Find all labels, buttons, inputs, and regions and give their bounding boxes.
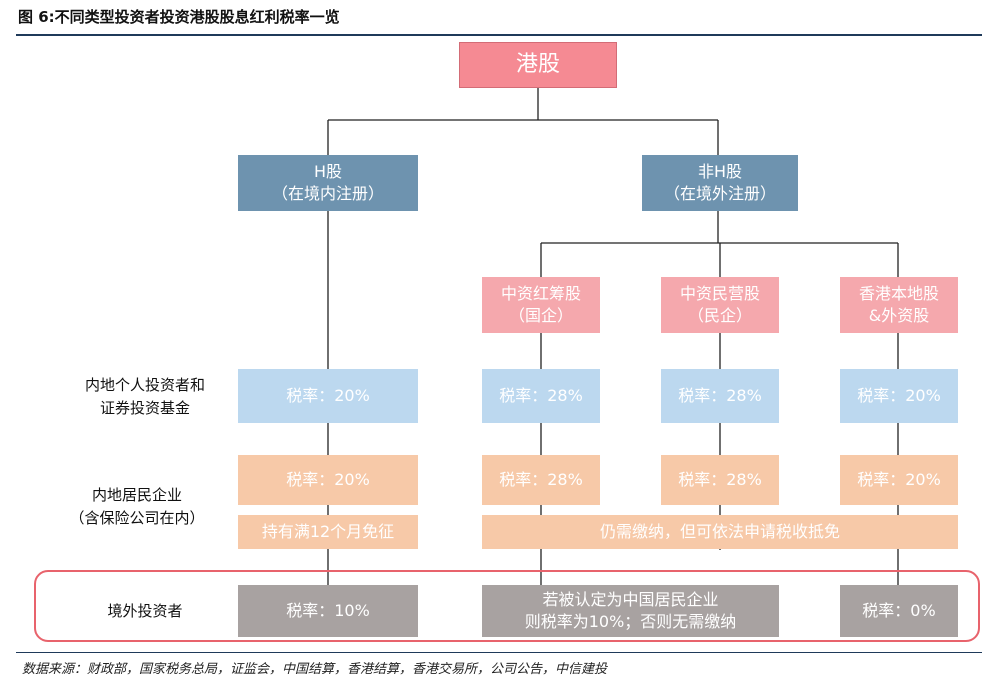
root-label: 港股 <box>515 52 560 78</box>
rate-overseas-h: 税率：10% <box>238 585 418 637</box>
red-chip-box: 中资红筹股 （国企） <box>482 277 600 333</box>
private-line2: （民企） <box>687 306 752 325</box>
overseas-mid-line1: 若被认定为中国居民企业 <box>542 590 719 610</box>
non-h-share-box: 非H股 （在境外注册） <box>642 155 798 211</box>
row-label-enterprise-line2: （含保险公司在内） <box>69 508 205 527</box>
bottom-rule <box>16 652 982 653</box>
rate-text: 税率：28% <box>678 386 762 406</box>
non-h-share-line1: 非H股 <box>697 162 743 182</box>
red-chip-line1: 中资红筹股 <box>500 284 581 304</box>
local-foreign-box: 香港本地股 &外资股 <box>840 277 958 333</box>
rate-text: 税率：10% <box>286 601 370 621</box>
rate-text: 税率：0% <box>862 601 936 621</box>
figure-title: 图 6:不同类型投资者投资港股股息红利税率一览 <box>18 8 340 26</box>
overseas-mid-line2: 则税率为10%；否则无需缴纳 <box>524 612 737 631</box>
h-share-line2: （在境内注册） <box>271 184 384 203</box>
local-line2: &外资股 <box>868 306 930 325</box>
red-chip-line2: （国企） <box>508 306 573 325</box>
rate-text: 税率：20% <box>857 386 941 406</box>
private-box: 中资民营股 （民企） <box>661 277 779 333</box>
enterprise-note-other: 仍需缴纳，但可依法申请税收抵免 <box>482 515 958 549</box>
row-label-enterprise-line1: 内地居民企业 <box>91 486 182 504</box>
h-share-line1: H股 <box>313 162 343 182</box>
rate-text: 税率：20% <box>286 386 370 406</box>
h-share-box: H股 （在境内注册） <box>238 155 418 211</box>
rate-individual-red-chip: 税率：28% <box>482 369 600 423</box>
note-text: 持有满12个月免征 <box>261 522 395 542</box>
rate-enterprise-local: 税率：20% <box>840 455 958 505</box>
rate-overseas-red-chip-private: 若被认定为中国居民企业 则税率为10%；否则无需缴纳 <box>482 585 779 637</box>
rate-text: 税率：28% <box>499 386 583 406</box>
note-text: 仍需缴纳，但可依法申请税收抵免 <box>599 522 840 542</box>
rate-enterprise-h: 税率：20% <box>238 455 418 505</box>
rate-individual-local: 税率：20% <box>840 369 958 423</box>
rate-enterprise-private: 税率：28% <box>661 455 779 505</box>
enterprise-note-h: 持有满12个月免征 <box>238 515 418 549</box>
private-line1: 中资民营股 <box>679 284 760 304</box>
top-rule <box>16 34 982 36</box>
local-line1: 香港本地股 <box>858 284 939 304</box>
row-label-individual: 内地个人投资者和 证券投资基金 <box>60 374 230 419</box>
rate-text: 税率：28% <box>678 470 762 490</box>
source-note: 数据来源：财政部，国家税务总局，证监会，中国结算，香港结算，香港交易所，公司公告… <box>22 662 608 677</box>
row-label-individual-line1: 内地个人投资者和 <box>84 376 205 394</box>
rate-overseas-local: 税率：0% <box>840 585 958 637</box>
row-label-overseas: 境外投资者 <box>107 602 183 620</box>
rate-enterprise-red-chip: 税率：28% <box>482 455 600 505</box>
rate-text: 税率：20% <box>286 470 370 490</box>
rate-individual-private: 税率：28% <box>661 369 779 423</box>
overseas-highlight-frame <box>34 570 980 642</box>
rate-individual-h: 税率：20% <box>238 369 418 423</box>
rate-text: 税率：28% <box>499 470 583 490</box>
non-h-share-line2: （在境外注册） <box>663 184 776 203</box>
row-label-individual-line2: 证券投资基金 <box>99 398 190 417</box>
root-hk-stocks: 港股 <box>459 42 617 88</box>
rate-text: 税率：20% <box>857 470 941 490</box>
row-label-enterprise: 内地居民企业 （含保险公司在内） <box>44 484 230 529</box>
